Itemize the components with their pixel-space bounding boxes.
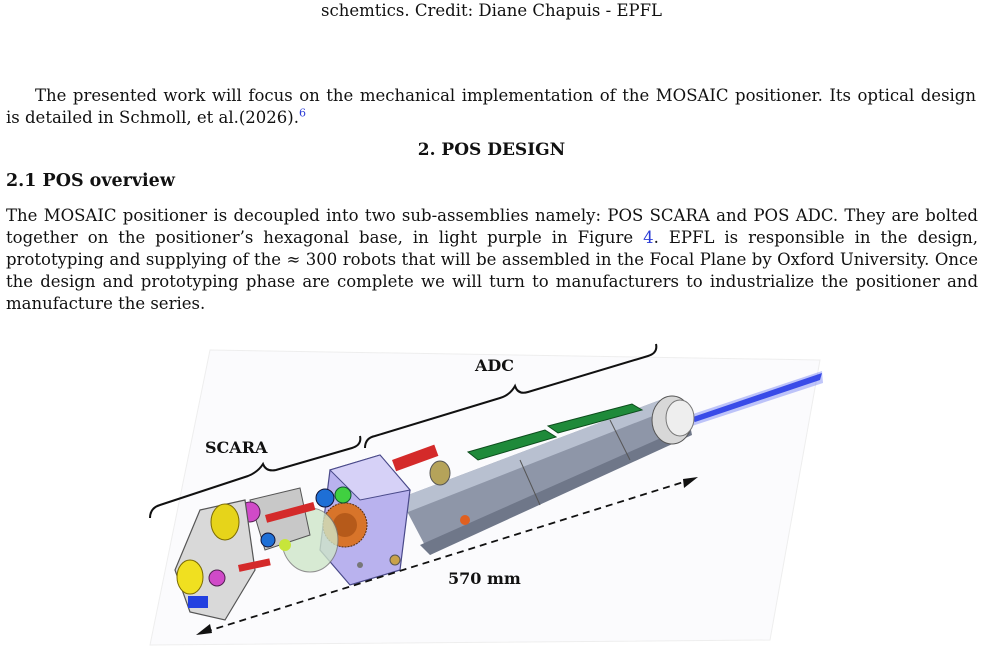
section-title: 2. POS DESIGN — [417, 140, 566, 160]
overview-paragraph: The MOSAIC positioner is decoupled into … — [6, 205, 978, 315]
light-beam-glow — [690, 371, 823, 426]
scara-assembly — [174, 486, 368, 621]
scara-bracket — [149, 435, 362, 519]
overview-text-b: . EPFL is responsible in the design, pro… — [6, 228, 978, 313]
pcb-board-1 — [466, 429, 558, 461]
label-scara: SCARA — [205, 438, 268, 457]
intro-paragraph: The presented work will focus on the mec… — [6, 85, 976, 129]
light-beam — [690, 373, 822, 422]
figure-link[interactable]: 4 — [643, 228, 654, 247]
adc-bracket — [364, 343, 658, 449]
citation-ref[interactable]: 6 — [298, 106, 306, 120]
overview-text-a: The MOSAIC positioner is decoupled into … — [6, 206, 978, 247]
subsection-title: 2.1 POS overview — [6, 171, 175, 191]
positioner-figure: SCARA ADC 570 mm — [149, 343, 823, 646]
adc-end-cap — [651, 395, 695, 445]
pcb-board-2 — [546, 403, 644, 434]
intro-text: The presented work will focus on the mec… — [6, 86, 976, 127]
length-dimension-line — [204, 479, 691, 633]
length-arrow-left — [196, 624, 212, 635]
length-arrow-right — [683, 477, 698, 488]
label-length: 570 mm — [448, 569, 521, 588]
label-adc: ADC — [474, 356, 514, 375]
adc-tube — [400, 400, 692, 555]
figure-caption-tail: schemtics. Credit: Diane Chapuis - EPFL — [320, 1, 663, 20]
adc-motors — [392, 444, 470, 525]
